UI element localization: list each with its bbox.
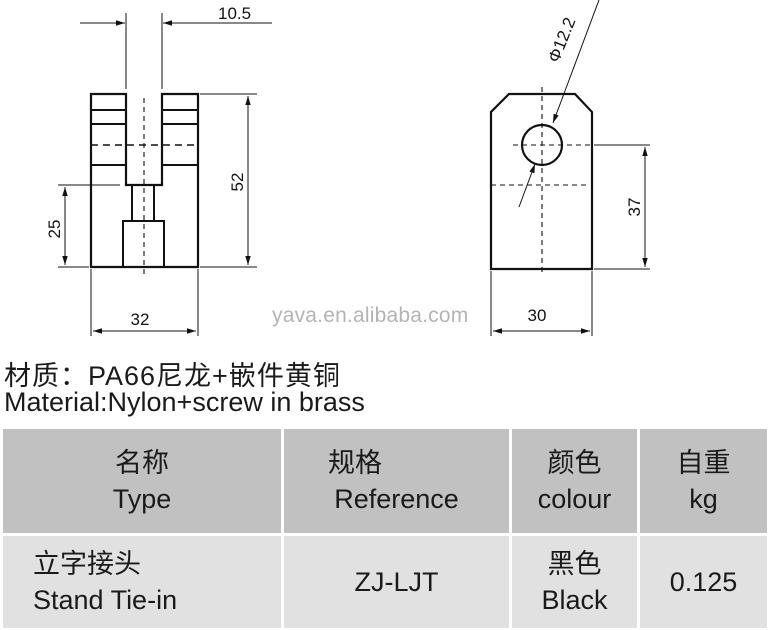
header-colour-cn: 颜色	[547, 448, 602, 478]
dim-width-side: 30	[528, 306, 547, 325]
header-type: 名称 Type	[3, 429, 281, 533]
row-colour: 黑色 Black	[512, 536, 637, 628]
front-view	[58, 13, 272, 336]
header-type-en: Type	[112, 484, 172, 514]
header-colour: 颜色 colour	[512, 429, 637, 533]
header-weight-cn: 自重	[676, 448, 731, 478]
header-weight-en: kg	[689, 484, 718, 514]
dim-width-front: 32	[131, 310, 150, 329]
header-reference-en: Reference	[334, 484, 459, 514]
spec-table: 名称 Type 规格 Reference 颜色 colour 自重 kg 立字接…	[3, 429, 770, 628]
dim-height: 52	[228, 173, 247, 192]
header-colour-en: colour	[537, 484, 612, 514]
row-type: 立字接头 Stand Tie-in	[3, 536, 281, 628]
row-colour-cn: 黑色	[547, 549, 602, 579]
row-type-en: Stand Tie-in	[33, 585, 178, 615]
row-reference: ZJ-LJT	[284, 536, 509, 628]
row-weight-value: 0.125	[669, 567, 738, 597]
dim-lower-height: 25	[45, 220, 64, 239]
header-type-cn: 名称	[115, 448, 169, 478]
watermark: yava.en.alibaba.com	[272, 304, 469, 327]
row-weight: 0.125	[640, 536, 767, 628]
header-weight: 自重 kg	[640, 429, 767, 533]
material-cn: 材质：PA66尼龙+嵌件黄铜	[4, 361, 341, 391]
dim-hole-height: 37	[625, 198, 644, 217]
row-reference-value: ZJ-LJT	[354, 567, 439, 597]
dim-hole-diameter: Φ12.2	[544, 15, 579, 65]
row-colour-en: Black	[541, 585, 608, 615]
dim-slot-width: 10.5	[218, 4, 251, 23]
side-view	[489, 0, 650, 336]
header-reference: 规格 Reference	[284, 429, 509, 533]
row-type-cn: 立字接头	[33, 549, 141, 579]
material-en: Material:Nylon+screw in brass	[4, 387, 365, 417]
header-reference-cn: 规格	[328, 448, 382, 478]
technical-drawing: 10.5 52 25 32 Φ12.2 37 30	[45, 0, 650, 336]
